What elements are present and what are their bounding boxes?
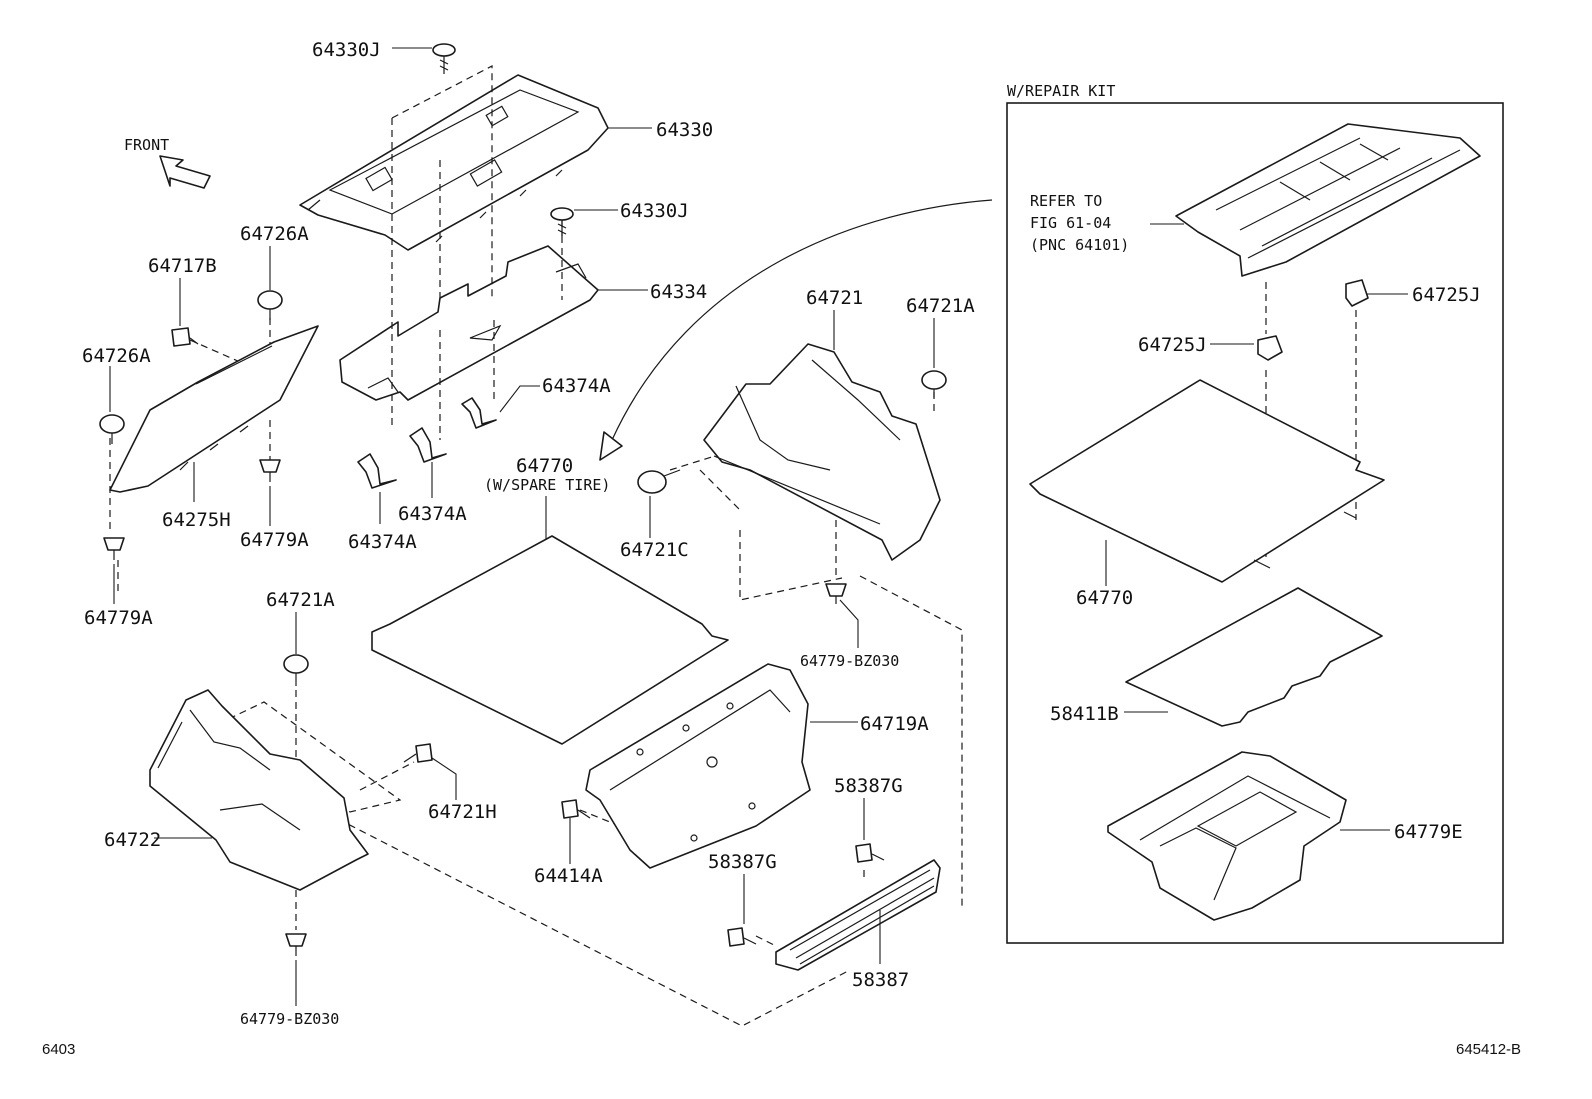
clip-icon [825,583,847,597]
clip-icon [1257,335,1283,361]
screw-icon [561,799,579,819]
part-label: 64721H [428,801,497,823]
bracket-icon [357,453,397,489]
arrow-head-icon [599,431,623,461]
part-label: 64414A [534,865,603,887]
part-label: 64721 [806,287,863,309]
floor-mat-kit [1029,379,1385,583]
reference-arrow [599,199,993,461]
part-label: 64717B [148,255,217,277]
part-label: 64330J [620,200,689,222]
fasteners [99,43,1369,956]
page-code: 6403 [42,1041,75,1058]
side-panel-64275h [109,325,319,493]
repair-kit-box: W/REPAIR KIT [1006,82,1504,944]
part-label: 64721A [906,295,975,317]
tool-tray [1107,751,1347,921]
front-arrow-icon [159,155,211,189]
front-indicator: FRONT [124,136,211,189]
part-label: 64374A [542,375,611,397]
front-label: FRONT [124,136,169,154]
part-label: 64779-BZ030 [240,1010,339,1028]
part-label: 64721A [266,589,335,611]
left-side-trim [149,689,369,891]
part-label: 58387G [834,775,903,797]
part-label: 64770 [1076,587,1133,609]
clip-icon [103,537,125,551]
part-label: 64719A [860,713,929,735]
clip-icon [921,370,947,390]
clip-icon [1345,279,1369,307]
part-label: 64779A [84,607,153,629]
refer-note-line: FIG 61-04 [1030,214,1111,232]
bracket-icon [461,397,497,429]
clip-icon [99,414,125,434]
part-label: 58411B [1050,703,1119,725]
clip-icon [283,654,309,674]
part-label: 64374A [348,531,417,553]
kit-title: W/REPAIR KIT [1007,82,1115,100]
part-label: 58387G [708,851,777,873]
refer-note-line: (PNC 64101) [1030,236,1129,254]
screw-icon [855,843,873,863]
floor-pan [1175,123,1481,277]
clip-icon [550,207,574,221]
sheet-58411b [1125,587,1383,727]
clip-icon [637,470,667,494]
part-label: 64770 [516,455,573,477]
part-label: 64374A [398,503,467,525]
screw-icon [727,927,745,947]
part-label: 64725J [1138,334,1207,356]
part-label: 64330 [656,119,713,141]
bracket-icon [409,427,447,463]
part-label: 64779A [240,529,309,551]
part-label: 64779E [1394,821,1463,843]
part-label: 64334 [650,281,707,303]
leader-lines [109,47,1408,1006]
right-side-trim [703,343,941,561]
part-label: 64726A [240,223,309,245]
clip-icon [285,933,307,947]
screw-icon [415,743,433,763]
figure-code: 645412-B [1456,1041,1521,1058]
part-label: 64779-BZ030 [800,652,899,670]
part-label: 64725J [1412,284,1481,306]
part-label: 64721C [620,539,689,561]
package-tray-trim [299,74,609,251]
part-label: 64726A [82,345,151,367]
sill-plate [775,859,941,971]
clip-icon [257,290,283,310]
clip-icon [259,459,281,473]
part-label: 64722 [104,829,161,851]
part-label: 64275H [162,509,231,531]
floor-mat-main [371,535,729,745]
screw-icon [171,327,191,347]
part-label: 58387 [852,969,909,991]
part-label: 64330J [312,39,381,61]
clip-icon [432,43,456,57]
refer-note-line: REFER TO [1030,192,1102,210]
back-panel-trim [585,663,811,869]
spare-tire-note: (W/SPARE TIRE) [484,476,610,494]
part-labels: 64330J 64330 64330J 64334 64374A 64374A … [82,39,1481,1028]
